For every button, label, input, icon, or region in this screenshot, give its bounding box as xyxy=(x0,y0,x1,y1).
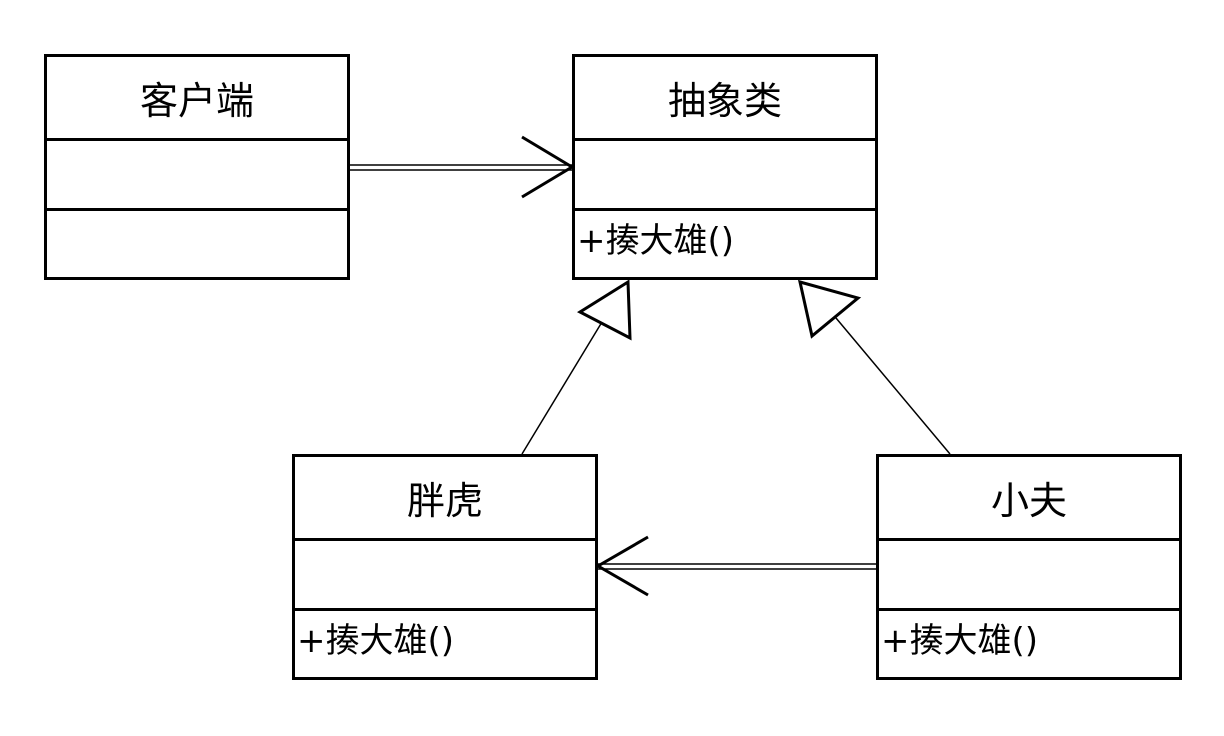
generalization-panghu-to-abstract xyxy=(521,279,632,455)
open-arrow-head xyxy=(595,535,649,597)
class-attributes-compartment xyxy=(575,141,875,211)
class-name: 抽象类 xyxy=(575,57,875,141)
class-name: 小夫 xyxy=(879,457,1179,541)
class-operation: +揍大雄() xyxy=(577,221,735,261)
hollow-triangle-head xyxy=(797,279,862,339)
class-operation: +揍大雄() xyxy=(297,621,455,661)
class-attributes-compartment xyxy=(295,541,595,611)
association-xiaofu-to-panghu xyxy=(595,535,876,597)
class-box-abstract[interactable]: 抽象类 +揍大雄() xyxy=(572,54,878,280)
class-name: 客户端 xyxy=(47,57,347,141)
class-attributes-compartment xyxy=(879,541,1179,611)
class-operations-compartment: +揍大雄() xyxy=(575,211,875,277)
class-name: 胖虎 xyxy=(295,457,595,541)
association-client-to-abstract xyxy=(350,135,575,199)
generalization-xiaofu-to-abstract xyxy=(797,279,951,455)
open-arrow-head xyxy=(521,135,575,199)
generalization-line xyxy=(521,321,603,455)
class-box-xiaofu[interactable]: 小夫 +揍大雄() xyxy=(876,454,1182,680)
hollow-triangle-head xyxy=(576,279,632,341)
generalization-line xyxy=(835,317,951,455)
class-operations-compartment: +揍大雄() xyxy=(295,611,595,677)
class-attributes-compartment xyxy=(47,141,347,211)
class-box-panghu[interactable]: 胖虎 +揍大雄() xyxy=(292,454,598,680)
class-operations-compartment xyxy=(47,211,347,277)
class-operation: +揍大雄() xyxy=(881,621,1039,661)
class-box-client[interactable]: 客户端 xyxy=(44,54,350,280)
class-operations-compartment: +揍大雄() xyxy=(879,611,1179,677)
